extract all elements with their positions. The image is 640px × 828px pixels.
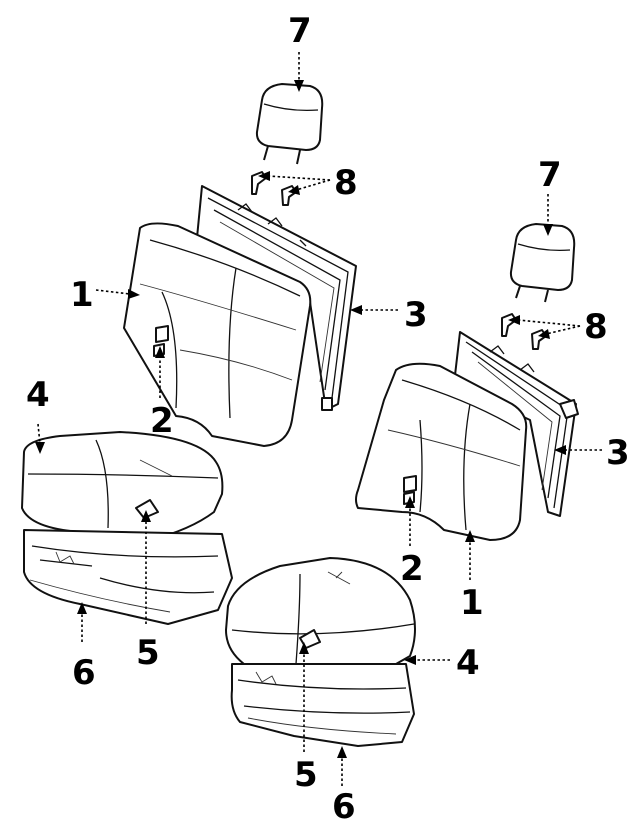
callout-tag-cushion-right: 5 bbox=[294, 755, 318, 795]
callout-headrest-left: 7 bbox=[288, 11, 312, 51]
headrest-right bbox=[509, 223, 576, 303]
seatback-cushion-right bbox=[355, 362, 528, 541]
callout-back-left: 1 bbox=[70, 275, 94, 315]
leader-lines bbox=[35, 52, 602, 786]
seat-pan-left bbox=[23, 529, 233, 625]
seatback-cushion-left bbox=[123, 222, 312, 447]
callout-tag-back-left: 2 bbox=[150, 401, 174, 441]
seat-pan-right bbox=[230, 663, 415, 747]
headrest-left bbox=[255, 83, 324, 165]
callout-pan-left: 6 bbox=[72, 653, 96, 693]
seat-cushion-left bbox=[21, 431, 224, 541]
seat-cushion-right bbox=[225, 557, 416, 674]
callout-guide-right: 8 bbox=[584, 307, 608, 347]
callout-numbers: 7 8 1 3 2 4 5 6 7 8 3 2 1 4 5 6 bbox=[26, 11, 630, 827]
callout-back-right: 1 bbox=[460, 583, 484, 623]
callout-cushion-right: 4 bbox=[456, 643, 480, 683]
callout-guide-left: 8 bbox=[334, 163, 358, 203]
tag-back-left bbox=[155, 325, 169, 343]
tag-cushion-left bbox=[135, 499, 159, 519]
tag-back-right bbox=[403, 475, 417, 493]
callout-pan-right: 6 bbox=[332, 787, 356, 827]
callout-tag-cushion-left: 5 bbox=[136, 633, 160, 673]
callout-tag-back-right: 2 bbox=[400, 549, 424, 589]
callout-headrest-right: 7 bbox=[538, 155, 562, 195]
callout-cushion-left: 4 bbox=[26, 375, 50, 415]
callout-frame-right: 3 bbox=[606, 433, 630, 473]
seatback-frame-left bbox=[195, 185, 357, 411]
headrest-guides-right bbox=[501, 313, 547, 350]
callout-frame-left: 3 bbox=[404, 295, 428, 335]
